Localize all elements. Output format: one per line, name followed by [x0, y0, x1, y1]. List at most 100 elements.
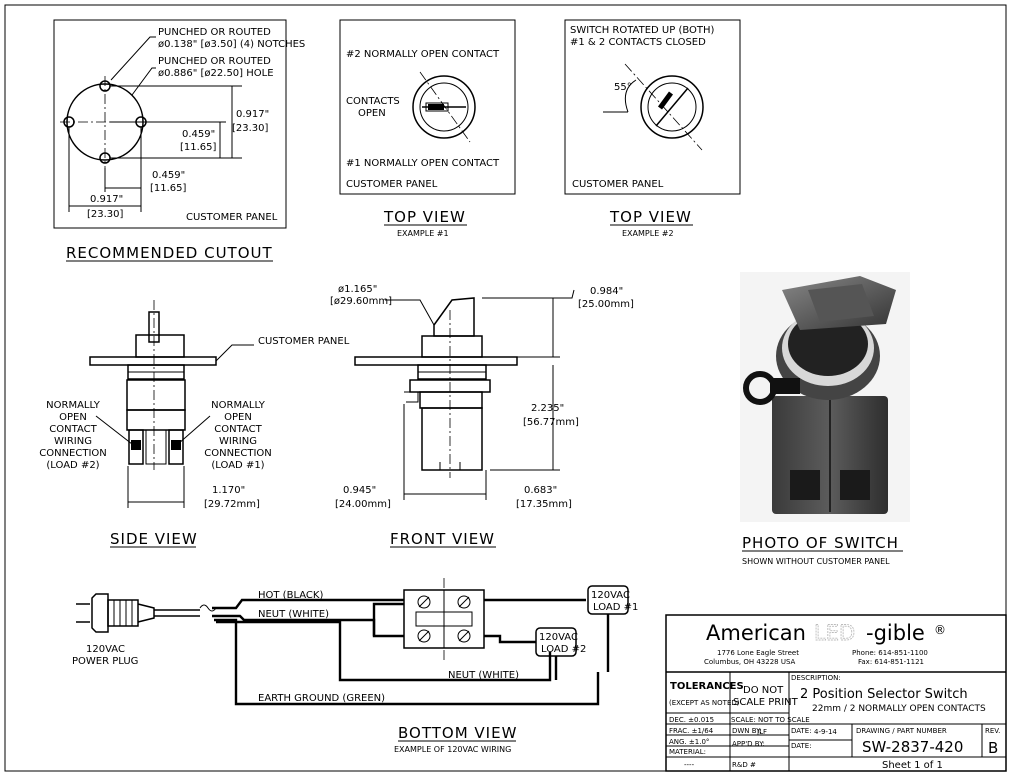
date: 4-9-14	[814, 728, 837, 736]
side-right-l3: CONTACT	[214, 424, 262, 435]
except-label: (EXCEPT AS NOTED)	[669, 699, 740, 707]
recommended-cutout-view: PUNCHED OR ROUTED ø0.138" [ø3.50] (4) NO…	[53, 19, 305, 262]
cutout-note-hole-l2: ø0.886" [ø22.50] HOLE	[158, 68, 274, 79]
top2-angle: 55°	[614, 82, 632, 93]
cutout-dim-c-in: 0.459"	[152, 170, 185, 181]
fax: Fax: 614-851-1121	[858, 658, 924, 666]
part-number-label: DRAWING / PART NUMBER	[856, 727, 947, 735]
revision: B	[988, 739, 998, 757]
cutout-dim-c-mm: [11.65]	[150, 183, 187, 194]
load-2-label-l2: LOAD #2	[541, 644, 586, 655]
cutout-note-notches-l1: PUNCHED OR ROUTED	[158, 27, 271, 38]
top2-note-l2: #1 & 2 CONTACTS CLOSED	[570, 37, 706, 48]
side-view: CUSTOMER PANEL NORMALLY OPEN CONTACT WIR…	[39, 300, 350, 548]
top1-title: TOP VIEW	[383, 208, 466, 226]
brand-name-c: -gible	[866, 621, 925, 645]
wire-neut-label-1: NEUT (WHITE)	[258, 609, 329, 620]
side-right-l6: (LOAD #1)	[211, 460, 264, 471]
front-right-in: 0.683"	[524, 485, 557, 496]
side-right-callout: NORMALLY OPEN CONTACT WIRING CONNECTION …	[204, 400, 272, 471]
front-left-in: 0.945"	[343, 485, 376, 496]
wire-neut-label-2: NEUT (WHITE)	[448, 670, 519, 681]
top1-contact-1: #1 NORMALLY OPEN CONTACT	[346, 158, 500, 169]
photo-title: PHOTO OF SWITCH	[742, 534, 899, 552]
drawn-by-label: DWN BY:	[732, 727, 762, 735]
front-height-in: 2.235"	[531, 403, 564, 414]
date-label: DATE:	[791, 727, 812, 735]
side-panel-label: CUSTOMER PANEL	[258, 336, 350, 347]
front-left-mm: [24.00mm]	[335, 499, 391, 510]
side-left-callout: NORMALLY OPEN CONTACT WIRING CONNECTION …	[39, 400, 107, 471]
plug-label-l1: 120VAC	[86, 644, 125, 655]
rev-label: REV.	[985, 727, 1000, 735]
side-right-l2: OPEN	[224, 412, 252, 423]
cutout-dim-b-mm: [11.65]	[180, 142, 217, 153]
wire-hot-label: HOT (BLACK)	[258, 590, 323, 601]
side-title: SIDE VIEW	[110, 530, 198, 548]
scale: SCALE: NOT TO SCALE	[731, 716, 810, 724]
do-not-l1: DO NOT	[743, 685, 784, 696]
side-right-l1: NORMALLY	[211, 400, 266, 411]
address-line-1: 1776 Lone Eagle Street	[717, 649, 799, 657]
side-left-l3: CONTACT	[49, 424, 97, 435]
tol-dec: DEC. ±0.015	[669, 716, 714, 724]
cutout-dim-b-in: 0.459"	[182, 129, 215, 140]
tolerances-label: TOLERANCES	[670, 681, 744, 692]
cutout-panel-label: CUSTOMER PANEL	[186, 212, 278, 223]
bottom-subtitle: EXAMPLE OF 120VAC WIRING	[394, 745, 511, 754]
top2-panel-frame	[564, 19, 741, 195]
top1-panel-label: CUSTOMER PANEL	[346, 179, 438, 190]
cutout-dim-d-mm: [23.30]	[87, 209, 124, 220]
front-dia-in: ø1.165"	[338, 284, 377, 295]
title-block: American LED -gible ® 1776 Lone Eagle St…	[665, 614, 1007, 772]
front-title: FRONT VIEW	[390, 530, 495, 548]
top-view-example-2: SWITCH ROTATED UP (BOTH) #1 & 2 CONTACTS…	[564, 19, 741, 238]
desc-label: DESCRIPTION:	[791, 674, 841, 682]
side-left-l5: CONNECTION	[39, 448, 107, 459]
top1-contact-2: #2 NORMALLY OPEN CONTACT	[346, 49, 500, 60]
photo-of-switch: PHOTO OF SWITCH SHOWN WITHOUT CUSTOMER P…	[740, 272, 910, 566]
side-width-mm: [29.72mm]	[204, 499, 260, 510]
material-label: MATERIAL:	[669, 748, 706, 756]
cutout-note-notches-l2: ø0.138" [ø3.50] (4) NOTCHES	[158, 39, 305, 50]
side-left-l1: NORMALLY	[46, 400, 101, 411]
cutout-dim-d-in: 0.917"	[90, 194, 123, 205]
plug-label-l2: POWER PLUG	[72, 656, 138, 667]
brand-name-led: LED	[814, 621, 855, 645]
side-width-in: 1.170"	[212, 485, 245, 496]
side-right-l4: WIRING	[219, 436, 257, 447]
bottom-title: BOTTOM VIEW	[398, 724, 517, 742]
front-top-mm: [25.00mm]	[578, 299, 634, 310]
brand-name-a: American	[706, 621, 806, 645]
front-dia-mm: [ø29.60mm]	[330, 296, 392, 307]
top-view-example-1: #2 NORMALLY OPEN CONTACT CONTACTS OPEN #…	[339, 19, 516, 238]
load-2-label-l1: 120VAC	[539, 632, 578, 643]
cutout-dim-a-mm: [23.30]	[232, 123, 269, 134]
power-plug-icon	[76, 593, 217, 633]
top1-open-l2: OPEN	[358, 108, 386, 119]
cutout-note-hole-l1: PUNCHED OR ROUTED	[158, 56, 271, 67]
top2-subtitle: EXAMPLE #2	[622, 229, 674, 238]
side-panel	[89, 356, 217, 366]
wire-ground-label: EARTH GROUND (GREEN)	[258, 693, 385, 704]
drawn-by: JLF	[756, 728, 767, 736]
desc-line-1: 2 Position Selector Switch	[800, 687, 968, 702]
switch-photo-image	[743, 276, 896, 514]
side-left-l4: WIRING	[54, 436, 92, 447]
sheet-border	[4, 4, 1007, 772]
top2-note-l1: SWITCH ROTATED UP (BOTH)	[570, 25, 715, 36]
phone: Phone: 614-851-1100	[852, 649, 928, 657]
front-top-in: 0.984"	[590, 286, 623, 297]
side-left-l6: (LOAD #2)	[46, 460, 99, 471]
approved-by-label: APP'D BY:	[732, 740, 765, 748]
do-not-l2: SCALE PRINT	[733, 697, 799, 708]
sheet-count: Sheet 1 of 1	[882, 760, 943, 771]
bottom-view-wiring: HOT (BLACK) NEUT (WHITE) NEUT (WHITE) EA…	[72, 578, 638, 754]
cutout-dim-a-in: 0.917"	[236, 109, 269, 120]
date2-label: DATE:	[791, 742, 812, 750]
top2-title: TOP VIEW	[609, 208, 692, 226]
desc-line-2: 22mm / 2 NORMALLY OPEN CONTACTS	[812, 704, 986, 714]
top1-open-l1: CONTACTS	[346, 96, 400, 107]
front-view: ø1.165" [ø29.60mm] 0.984" [25.00mm] 2.23…	[330, 284, 634, 548]
